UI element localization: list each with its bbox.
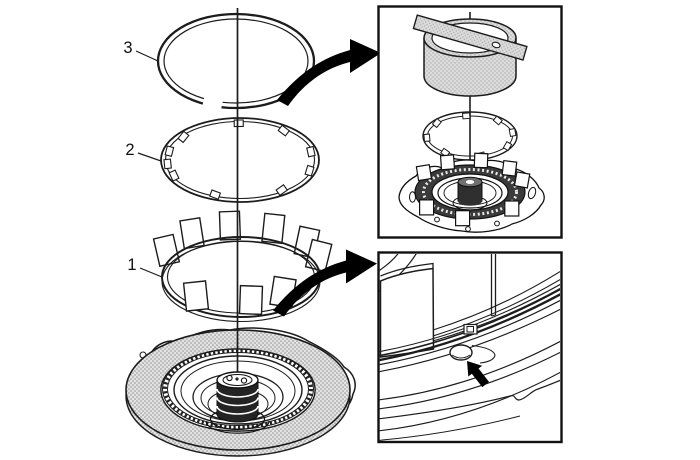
callout-2: 2 xyxy=(125,141,162,162)
curved-arrow-bottom-icon xyxy=(273,249,377,317)
notched-ring xyxy=(160,117,320,203)
ring-notches xyxy=(163,119,316,200)
inset-notched-ring xyxy=(422,111,518,161)
alignment-hole xyxy=(449,344,473,361)
callout-3: 3 xyxy=(123,39,159,62)
compressor-tool xyxy=(412,14,528,97)
part-label-1: 1 xyxy=(127,256,136,274)
part-label-3: 3 xyxy=(123,39,132,57)
closeup-tab xyxy=(380,262,434,277)
leader-line-1 xyxy=(139,267,163,278)
pump-assembly xyxy=(125,327,356,457)
inset-assembly xyxy=(398,152,545,233)
inset-bottom xyxy=(377,251,563,444)
leader-line-2 xyxy=(137,152,162,162)
inset-bottom-content xyxy=(379,254,560,441)
pointer-arrow-icon xyxy=(467,361,490,388)
curved-arrow-top-icon xyxy=(277,39,381,106)
inset-tabs-front xyxy=(419,199,520,227)
callout-1: 1 xyxy=(127,256,163,278)
inset-top xyxy=(377,5,563,239)
tool-handle-bar xyxy=(412,14,528,61)
inset-dark-ring xyxy=(414,164,526,220)
inset-tabs-back xyxy=(415,152,531,189)
tabbed-ring xyxy=(152,210,333,323)
leader-line-3 xyxy=(135,50,159,62)
spring-stack xyxy=(205,371,270,434)
part-label-2: 2 xyxy=(125,141,134,159)
